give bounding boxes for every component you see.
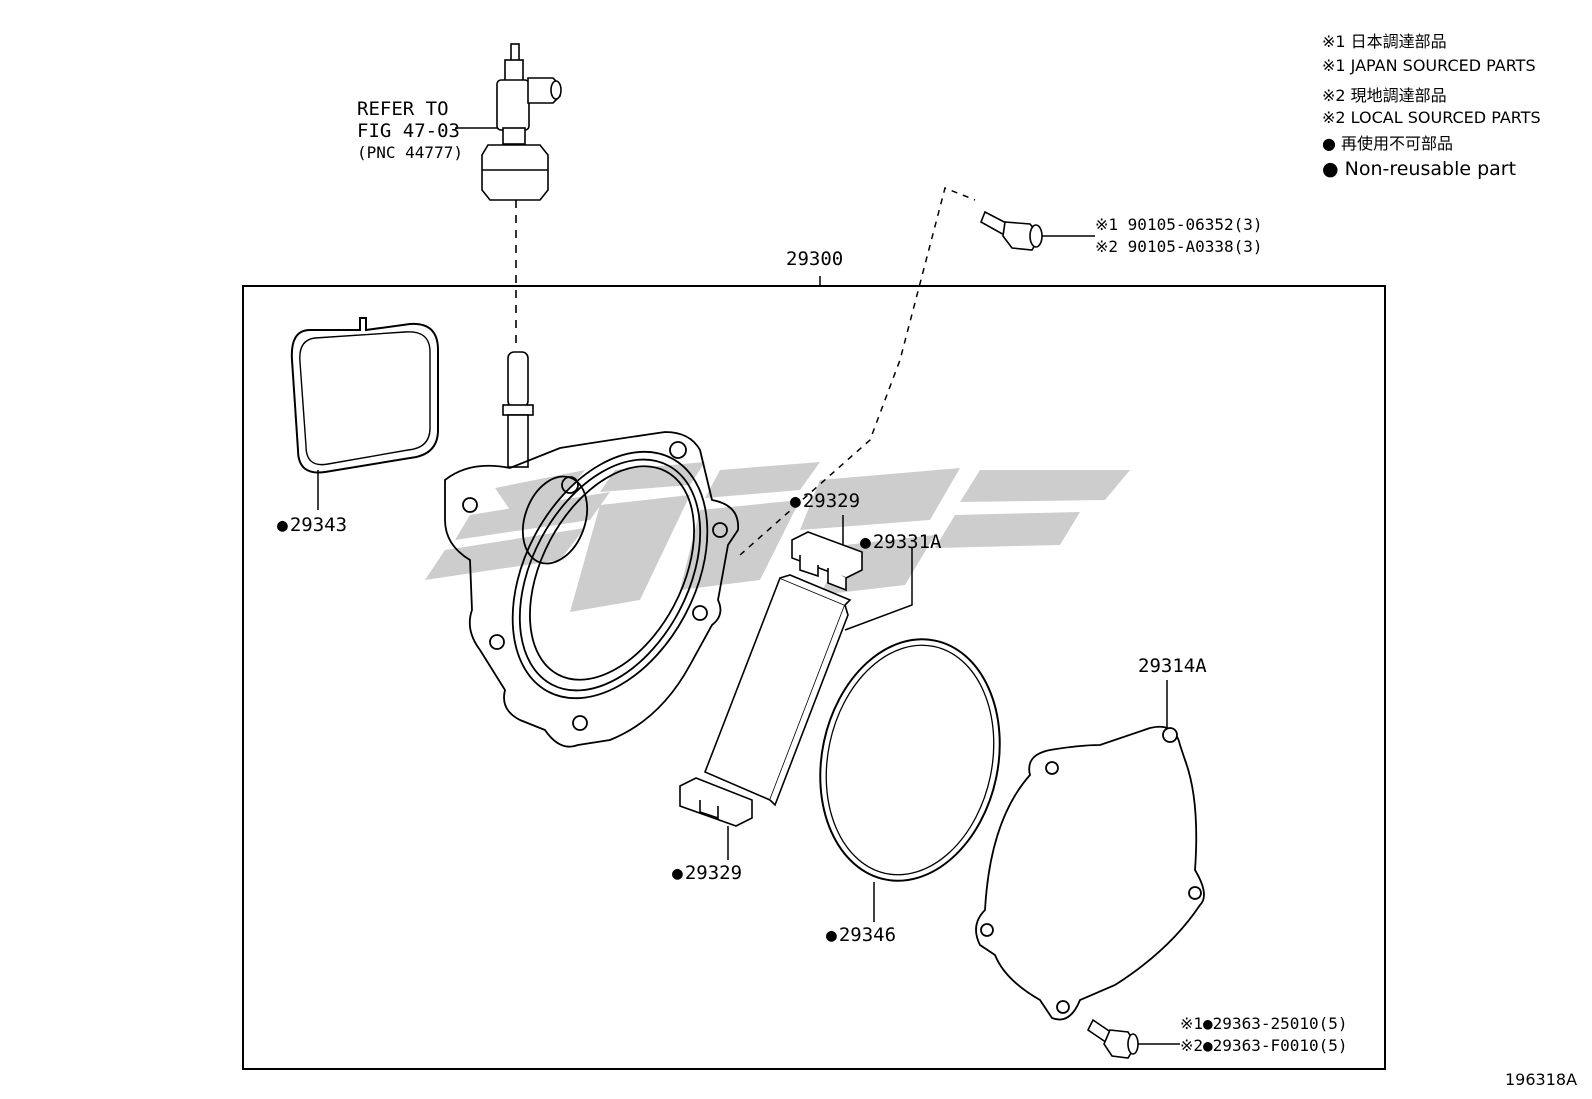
bolt-top — [979, 210, 1043, 251]
part-label-29329-top: 29329 — [790, 490, 860, 513]
assembly-box — [242, 285, 1386, 1070]
pump-housing — [444, 431, 739, 748]
cover-29314A — [975, 725, 1205, 1021]
part-label-29331A: 29331A — [860, 531, 942, 554]
bolt-top-part-1: ※1 90105-06352(3) — [1095, 215, 1263, 234]
clip-29329-bottom — [679, 777, 753, 827]
bolt-bottom-part-2: ※2●29363-F0010(5) — [1180, 1036, 1348, 1055]
refer-line-1: REFER TO — [357, 98, 449, 120]
part-label-29343: 29343 — [277, 514, 347, 537]
refer-line-2: FIG 47-03 — [357, 120, 460, 142]
vane-29331A — [703, 574, 852, 807]
figure-id: 196318A — [1505, 1070, 1578, 1089]
legend-line-5: ● 再使用不可部品 — [1322, 134, 1454, 153]
clip-29329-top — [791, 531, 863, 592]
bolt-top-part-2: ※2 90105-A0338(3) — [1095, 237, 1263, 256]
gasket-29343 — [290, 317, 439, 474]
part-label-29329-bottom: 29329 — [672, 862, 742, 885]
legend-line-1: ※1 日本調達部品 — [1322, 32, 1447, 51]
pump-nipple — [502, 351, 534, 468]
part-label-29314A: 29314A — [1138, 655, 1207, 677]
bolt-bottom — [1086, 1018, 1139, 1059]
refer-line-3: (PNC 44777) — [357, 143, 463, 162]
legend-line-4: ※2 LOCAL SOURCED PARTS — [1322, 108, 1541, 127]
part-label-29300: 29300 — [786, 248, 844, 270]
legend-line-2: ※1 JAPAN SOURCED PARTS — [1322, 56, 1536, 75]
bolt-bottom-part-1: ※1●29363-25010(5) — [1180, 1014, 1348, 1033]
part-label-29346: 29346 — [826, 924, 896, 947]
legend-line-6: ● Non-reusable part — [1322, 158, 1517, 180]
oring-29346 — [819, 638, 1001, 882]
legend-line-3: ※2 現地調達部品 — [1322, 86, 1447, 105]
pressure-sensor — [481, 43, 562, 201]
